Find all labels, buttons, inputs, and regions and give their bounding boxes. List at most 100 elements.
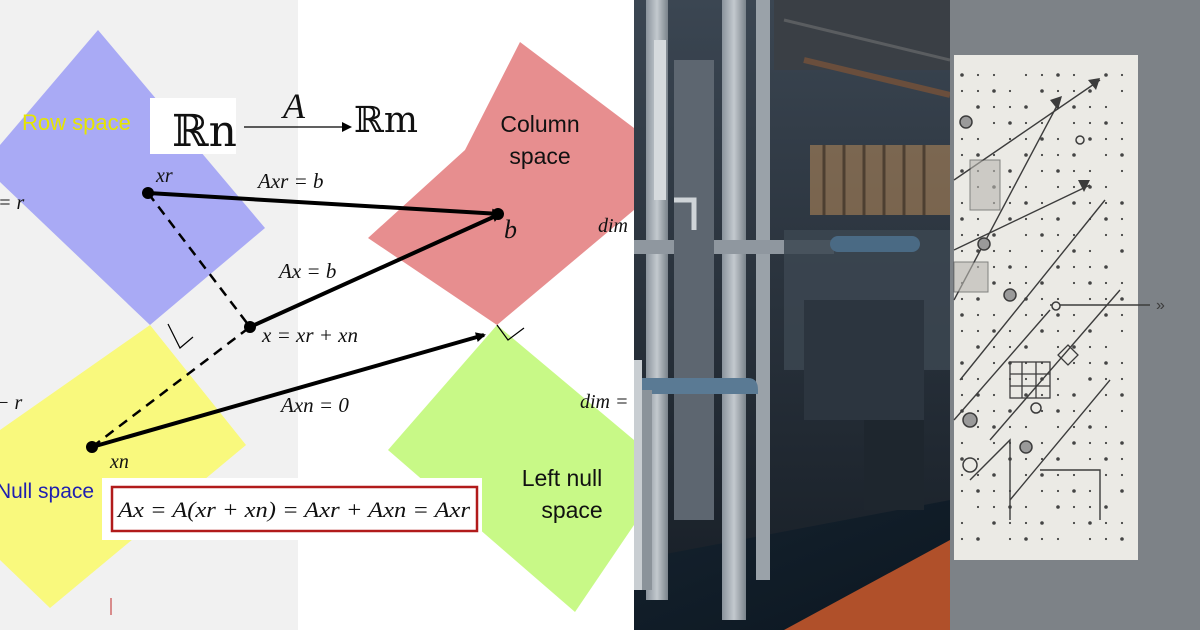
grid-dot <box>976 537 980 541</box>
grid-dot <box>1073 426 1075 428</box>
grid-dot <box>1025 458 1027 460</box>
grid-dot <box>1120 249 1124 253</box>
grid-dot <box>1009 330 1011 332</box>
grid-dot <box>977 458 979 460</box>
grid-dot <box>1009 138 1011 140</box>
grid-dot <box>1088 521 1092 525</box>
grid-dot <box>1105 138 1107 140</box>
grid-dot <box>1057 234 1059 236</box>
grid-dot <box>1009 90 1011 92</box>
grid-dot <box>992 425 996 429</box>
grid-dot <box>961 154 963 156</box>
grid-dot <box>1089 122 1091 124</box>
grid-dot <box>1121 170 1123 172</box>
point-x <box>244 321 256 333</box>
grid-dot <box>1072 153 1076 157</box>
grid-dot <box>1025 474 1027 476</box>
grid-dot <box>993 314 995 316</box>
row-space-label: Row space <box>22 110 131 135</box>
grid-dot <box>1056 313 1060 317</box>
grid-dot <box>1041 154 1043 156</box>
grid-dot <box>1073 186 1075 188</box>
grid-dot <box>1121 362 1123 364</box>
grid-dot <box>976 489 980 493</box>
grid-dot <box>1056 73 1060 77</box>
grid-dot <box>1089 410 1091 412</box>
grid-dot <box>961 234 963 236</box>
grid-dot <box>992 329 996 333</box>
map-label: A <box>281 86 306 126</box>
grid-dot <box>1040 521 1044 525</box>
grid-dot <box>1120 489 1124 493</box>
grid-dot <box>993 154 995 156</box>
grid-dot <box>1073 506 1075 508</box>
grid-dot <box>1025 234 1027 236</box>
grid-dot <box>1009 282 1011 284</box>
grid-dot <box>1009 426 1011 428</box>
grid-dot <box>1121 74 1123 76</box>
grid-dot <box>1073 74 1075 76</box>
grid-dot <box>993 346 995 348</box>
grid-dot <box>1072 105 1076 109</box>
grid-dot <box>1025 522 1027 524</box>
grid-dot <box>1025 506 1027 508</box>
grid-dot <box>977 90 979 92</box>
grid-dot <box>960 217 964 221</box>
grid-dot <box>1025 282 1027 284</box>
grid-dot <box>993 506 995 508</box>
grid-dot <box>1009 346 1011 348</box>
grid-dot <box>977 426 979 428</box>
grid-dot <box>1088 89 1092 93</box>
grid-dot <box>1121 378 1123 380</box>
grid-dot <box>1121 522 1123 524</box>
dark-equipment <box>864 420 924 510</box>
grid-dot <box>1121 474 1123 476</box>
equation-axr-b: Axr = b <box>256 169 324 193</box>
grid-dot <box>1025 218 1027 220</box>
grid-dot <box>993 122 995 124</box>
grid-dot <box>961 202 963 204</box>
grid-dot <box>1056 169 1060 173</box>
grid-dot <box>1089 490 1091 492</box>
grid-dot <box>1040 473 1044 477</box>
grid-dot <box>1008 169 1012 173</box>
grid-dot <box>1025 378 1027 380</box>
xn-label: xn <box>109 451 129 473</box>
grid-dot <box>1088 281 1092 285</box>
equation-x-sum: x = xr + xn <box>261 323 358 347</box>
grid-dot <box>1009 522 1011 524</box>
grid-dot <box>961 250 963 252</box>
grid-dot <box>992 281 996 285</box>
grid-dot <box>1057 346 1059 348</box>
grid-dot <box>1105 154 1107 156</box>
grid-dot <box>1041 490 1043 492</box>
grid-dot <box>1104 361 1108 365</box>
grid-dot <box>993 106 995 108</box>
grid-dot <box>1105 474 1107 476</box>
grid-dot <box>1073 122 1075 124</box>
ceiling <box>774 0 950 70</box>
grid-dot <box>993 490 995 492</box>
grid-dot <box>1009 186 1011 188</box>
window-glow <box>810 145 950 215</box>
codomain-space-label: ℝm <box>354 100 418 141</box>
grid-dot <box>1040 89 1044 93</box>
dim-column-fragment: dim <box>598 215 628 237</box>
grid-dot <box>1041 538 1043 540</box>
grid-dot <box>1105 426 1107 428</box>
gym-equipment-photo <box>634 0 950 630</box>
grid-dot <box>977 330 979 332</box>
point-xr <box>142 187 154 199</box>
grid-dot <box>1089 266 1091 268</box>
grid-dot <box>1104 217 1108 221</box>
grid-dot <box>1121 138 1123 140</box>
grid-dot <box>1105 442 1107 444</box>
grid-dot <box>976 345 980 349</box>
background-bench <box>804 300 924 420</box>
grid-dot <box>961 298 963 300</box>
grid-dot <box>1041 314 1043 316</box>
bench-frame-edge <box>634 360 642 590</box>
grid-dot <box>1024 153 1028 157</box>
grid-dot <box>1025 186 1027 188</box>
grid-dot <box>1057 330 1059 332</box>
